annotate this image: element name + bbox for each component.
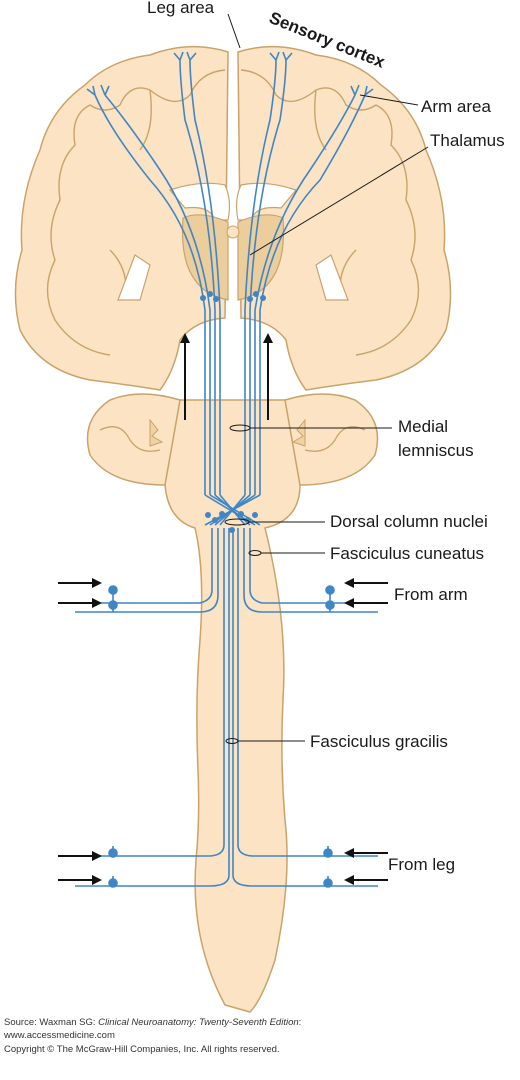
label-medial-lemniscus-2: lemniscus	[398, 441, 474, 460]
label-medial-lemniscus-1: Medial	[398, 417, 448, 436]
label-fasciculus-gracilis: Fasciculus gracilis	[310, 732, 448, 751]
source-url: www.accessmedicine.com	[4, 1030, 115, 1041]
right-hemisphere	[237, 45, 452, 391]
label-dorsal-column-nuclei: Dorsal column nuclei	[330, 512, 488, 531]
label-thalamus: Thalamus	[430, 131, 505, 150]
label-from-leg: From leg	[388, 855, 455, 874]
label-arm-area: Arm area	[421, 97, 491, 116]
dorsal-column-pathway-diagram: Leg area Sensory cortex Arm area Thalamu…	[14, 0, 505, 1013]
label-from-arm: From arm	[394, 585, 468, 604]
right-lobe	[284, 393, 379, 486]
left-lobe	[86, 393, 181, 486]
label-leg-area: Leg area	[147, 0, 215, 17]
copyright-notice: Copyright © The McGraw-Hill Companies, I…	[4, 1044, 280, 1055]
tract-fibers	[75, 59, 378, 887]
source-credit: Source: Waxman SG: Clinical Neuroanatomy…	[4, 1017, 302, 1028]
left-hemisphere	[14, 45, 229, 391]
label-fasciculus-cuneatus: Fasciculus cuneatus	[330, 544, 484, 563]
